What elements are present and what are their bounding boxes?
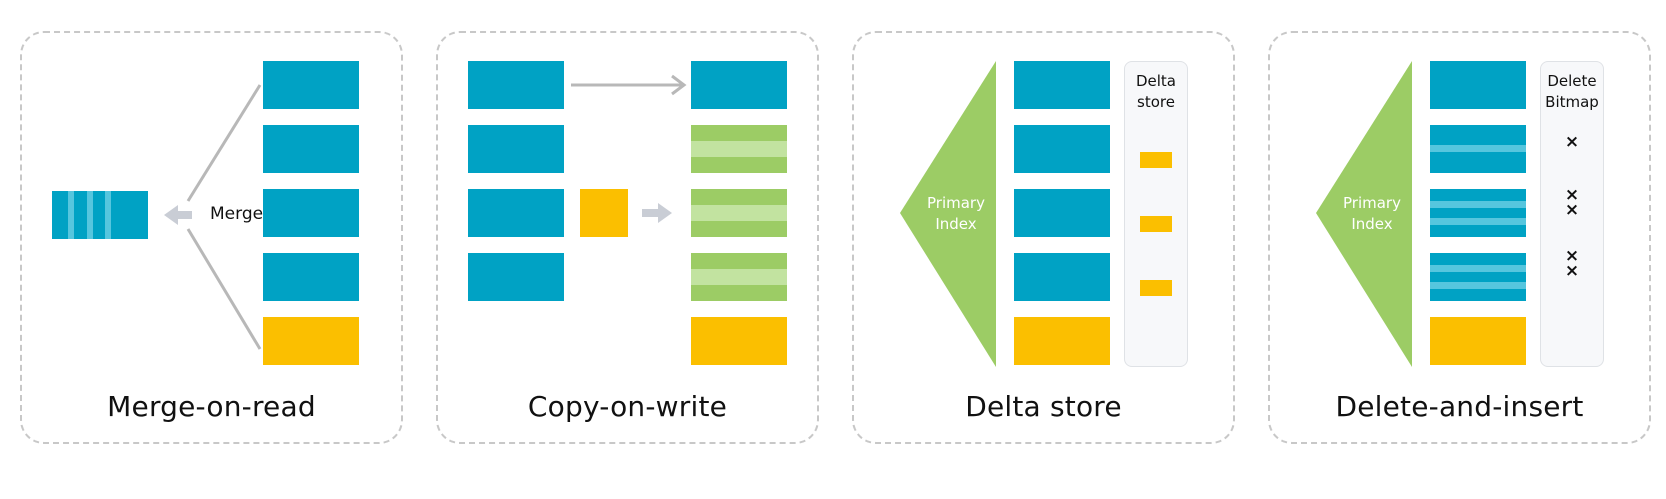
panel-caption: Delete-and-insert: [1335, 390, 1584, 423]
merge-label: Merge: [210, 204, 264, 224]
rewritten-block: [691, 253, 787, 301]
primary-index-label: Primary Index: [927, 194, 985, 233]
delete-mark-icon: ×: [1564, 132, 1580, 152]
delete-mark-icon: ×: [1564, 200, 1580, 220]
deleted-row-stripe: [1430, 145, 1526, 152]
primary-index-shape: [900, 61, 996, 367]
stripe: [691, 205, 787, 221]
row-block: [1430, 253, 1526, 301]
delta-store-box: Delta store: [1124, 61, 1188, 367]
delta-entry: [1140, 152, 1172, 168]
delete-mark-icon: ×: [1564, 261, 1580, 281]
delete-mark-icon: ×: [1564, 185, 1580, 205]
deleted-row-stripe: [1430, 282, 1526, 289]
delete-bitmap-label: Delete Bitmap: [1545, 72, 1599, 111]
copied-block: [691, 61, 787, 109]
copy-arrows: [571, 74, 687, 223]
primary-index-shape: [1316, 61, 1412, 367]
row-block: [263, 125, 359, 173]
row-block: [1430, 125, 1526, 173]
merged-block: [52, 191, 148, 239]
merge-arrow-icon: [164, 205, 192, 225]
deleted-row-stripe: [1430, 218, 1526, 225]
stripe: [87, 191, 93, 239]
delete-mark-icon: ×: [1564, 246, 1580, 266]
row-block: [468, 253, 564, 301]
merge-connectors: [164, 84, 262, 350]
insert-block: [1430, 317, 1526, 365]
arrow-right-icon: [671, 74, 687, 96]
panel-caption: Copy-on-write: [527, 390, 728, 423]
delta-entry: [1140, 280, 1172, 296]
panel-caption: Merge-on-read: [107, 390, 316, 423]
stripe: [691, 141, 787, 157]
row-block: [1014, 125, 1110, 173]
deleted-row-stripe: [1430, 201, 1526, 208]
delta-block: [263, 317, 359, 365]
rewrite-arrow-icon: [642, 203, 672, 223]
row-block: [468, 189, 564, 237]
row-block: [1014, 253, 1110, 301]
stripe: [105, 191, 111, 239]
panel-caption: Delta store: [965, 390, 1122, 423]
row-block: [263, 253, 359, 301]
panel-copy-on-write: Copy-on-write: [436, 31, 819, 444]
stripe: [691, 269, 787, 285]
stripe: [68, 191, 74, 239]
row-block: [1014, 61, 1110, 109]
row-block: [1014, 189, 1110, 237]
panel-delete-and-insert: Primary Index Delete Bitmap × × × × × De…: [1268, 31, 1651, 444]
row-block: [263, 61, 359, 109]
delete-bitmap-box: Delete Bitmap × × × × ×: [1540, 61, 1604, 367]
deleted-row-stripe: [1430, 265, 1526, 272]
row-block: [468, 125, 564, 173]
update-block: [580, 189, 628, 237]
row-block: [1430, 189, 1526, 237]
delta-entry: [1140, 216, 1172, 232]
panel-merge-on-read: Merge Merge-on-read: [20, 31, 403, 444]
primary-index-label: Primary Index: [1343, 194, 1401, 233]
insert-block: [1014, 317, 1110, 365]
rewritten-block: [691, 189, 787, 237]
delta-store-label: Delta store: [1135, 72, 1177, 111]
row-block: [263, 189, 359, 237]
row-block: [468, 61, 564, 109]
rewritten-block: [691, 125, 787, 173]
new-block: [691, 317, 787, 365]
panel-delta-store: Primary Index Delta store Delta store: [852, 31, 1235, 444]
row-block: [1430, 61, 1526, 109]
